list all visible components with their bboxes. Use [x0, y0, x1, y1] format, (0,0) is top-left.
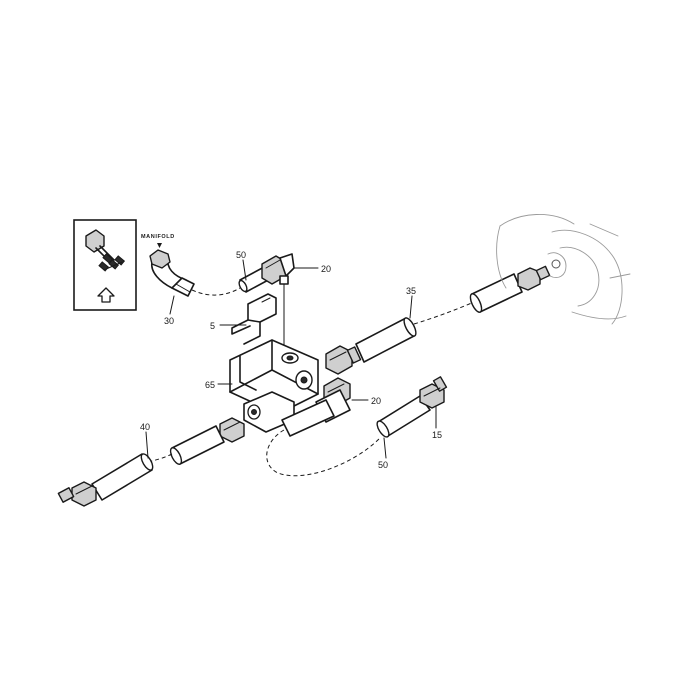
callout-40: 40 — [140, 422, 150, 432]
callout-20-top: 20 — [321, 264, 331, 274]
callout-15: 15 — [432, 430, 442, 440]
part-15-fitting — [419, 376, 448, 409]
part-35-hose — [355, 317, 417, 363]
part-50-bottom-hose — [376, 395, 431, 438]
part-20-top-elbow — [261, 253, 295, 285]
part-30-elbow-fitting — [149, 249, 195, 297]
manifold-arrow-icon — [157, 243, 162, 248]
hose-link-30-50 — [191, 287, 241, 296]
block-left-fitting — [219, 417, 245, 443]
up-arrow-icon — [97, 287, 115, 303]
part-65-valve-block — [229, 339, 319, 415]
wheel-hub-outline — [496, 214, 631, 325]
callout-50-top: 50 — [236, 250, 246, 260]
inset-detail — [73, 219, 137, 311]
right-end-fitting — [517, 265, 551, 291]
block-right-fitting — [325, 345, 362, 375]
callout-35: 35 — [406, 286, 416, 296]
part-40-end-fitting — [57, 481, 97, 507]
hose-link-20-50 — [266, 429, 381, 477]
hose-link-35-wheel — [413, 301, 475, 325]
part-40-lower-hose — [91, 453, 154, 501]
right-hose-segment — [469, 273, 523, 313]
callout-30: 30 — [164, 316, 174, 326]
inset-zoom-icon — [85, 229, 126, 272]
part-5-bracket — [231, 293, 277, 345]
part-40-upper-hose — [169, 425, 225, 465]
manifold-label: MANIFOLD — [141, 234, 175, 240]
callout-50-bottom: 50 — [378, 460, 388, 470]
callout-65: 65 — [205, 380, 215, 390]
part-20-mid-elbow — [281, 377, 351, 437]
leader-lines — [145, 259, 437, 459]
block-lower-port — [243, 391, 295, 433]
callout-5: 5 — [210, 321, 215, 331]
callout-20-mid: 20 — [371, 396, 381, 406]
